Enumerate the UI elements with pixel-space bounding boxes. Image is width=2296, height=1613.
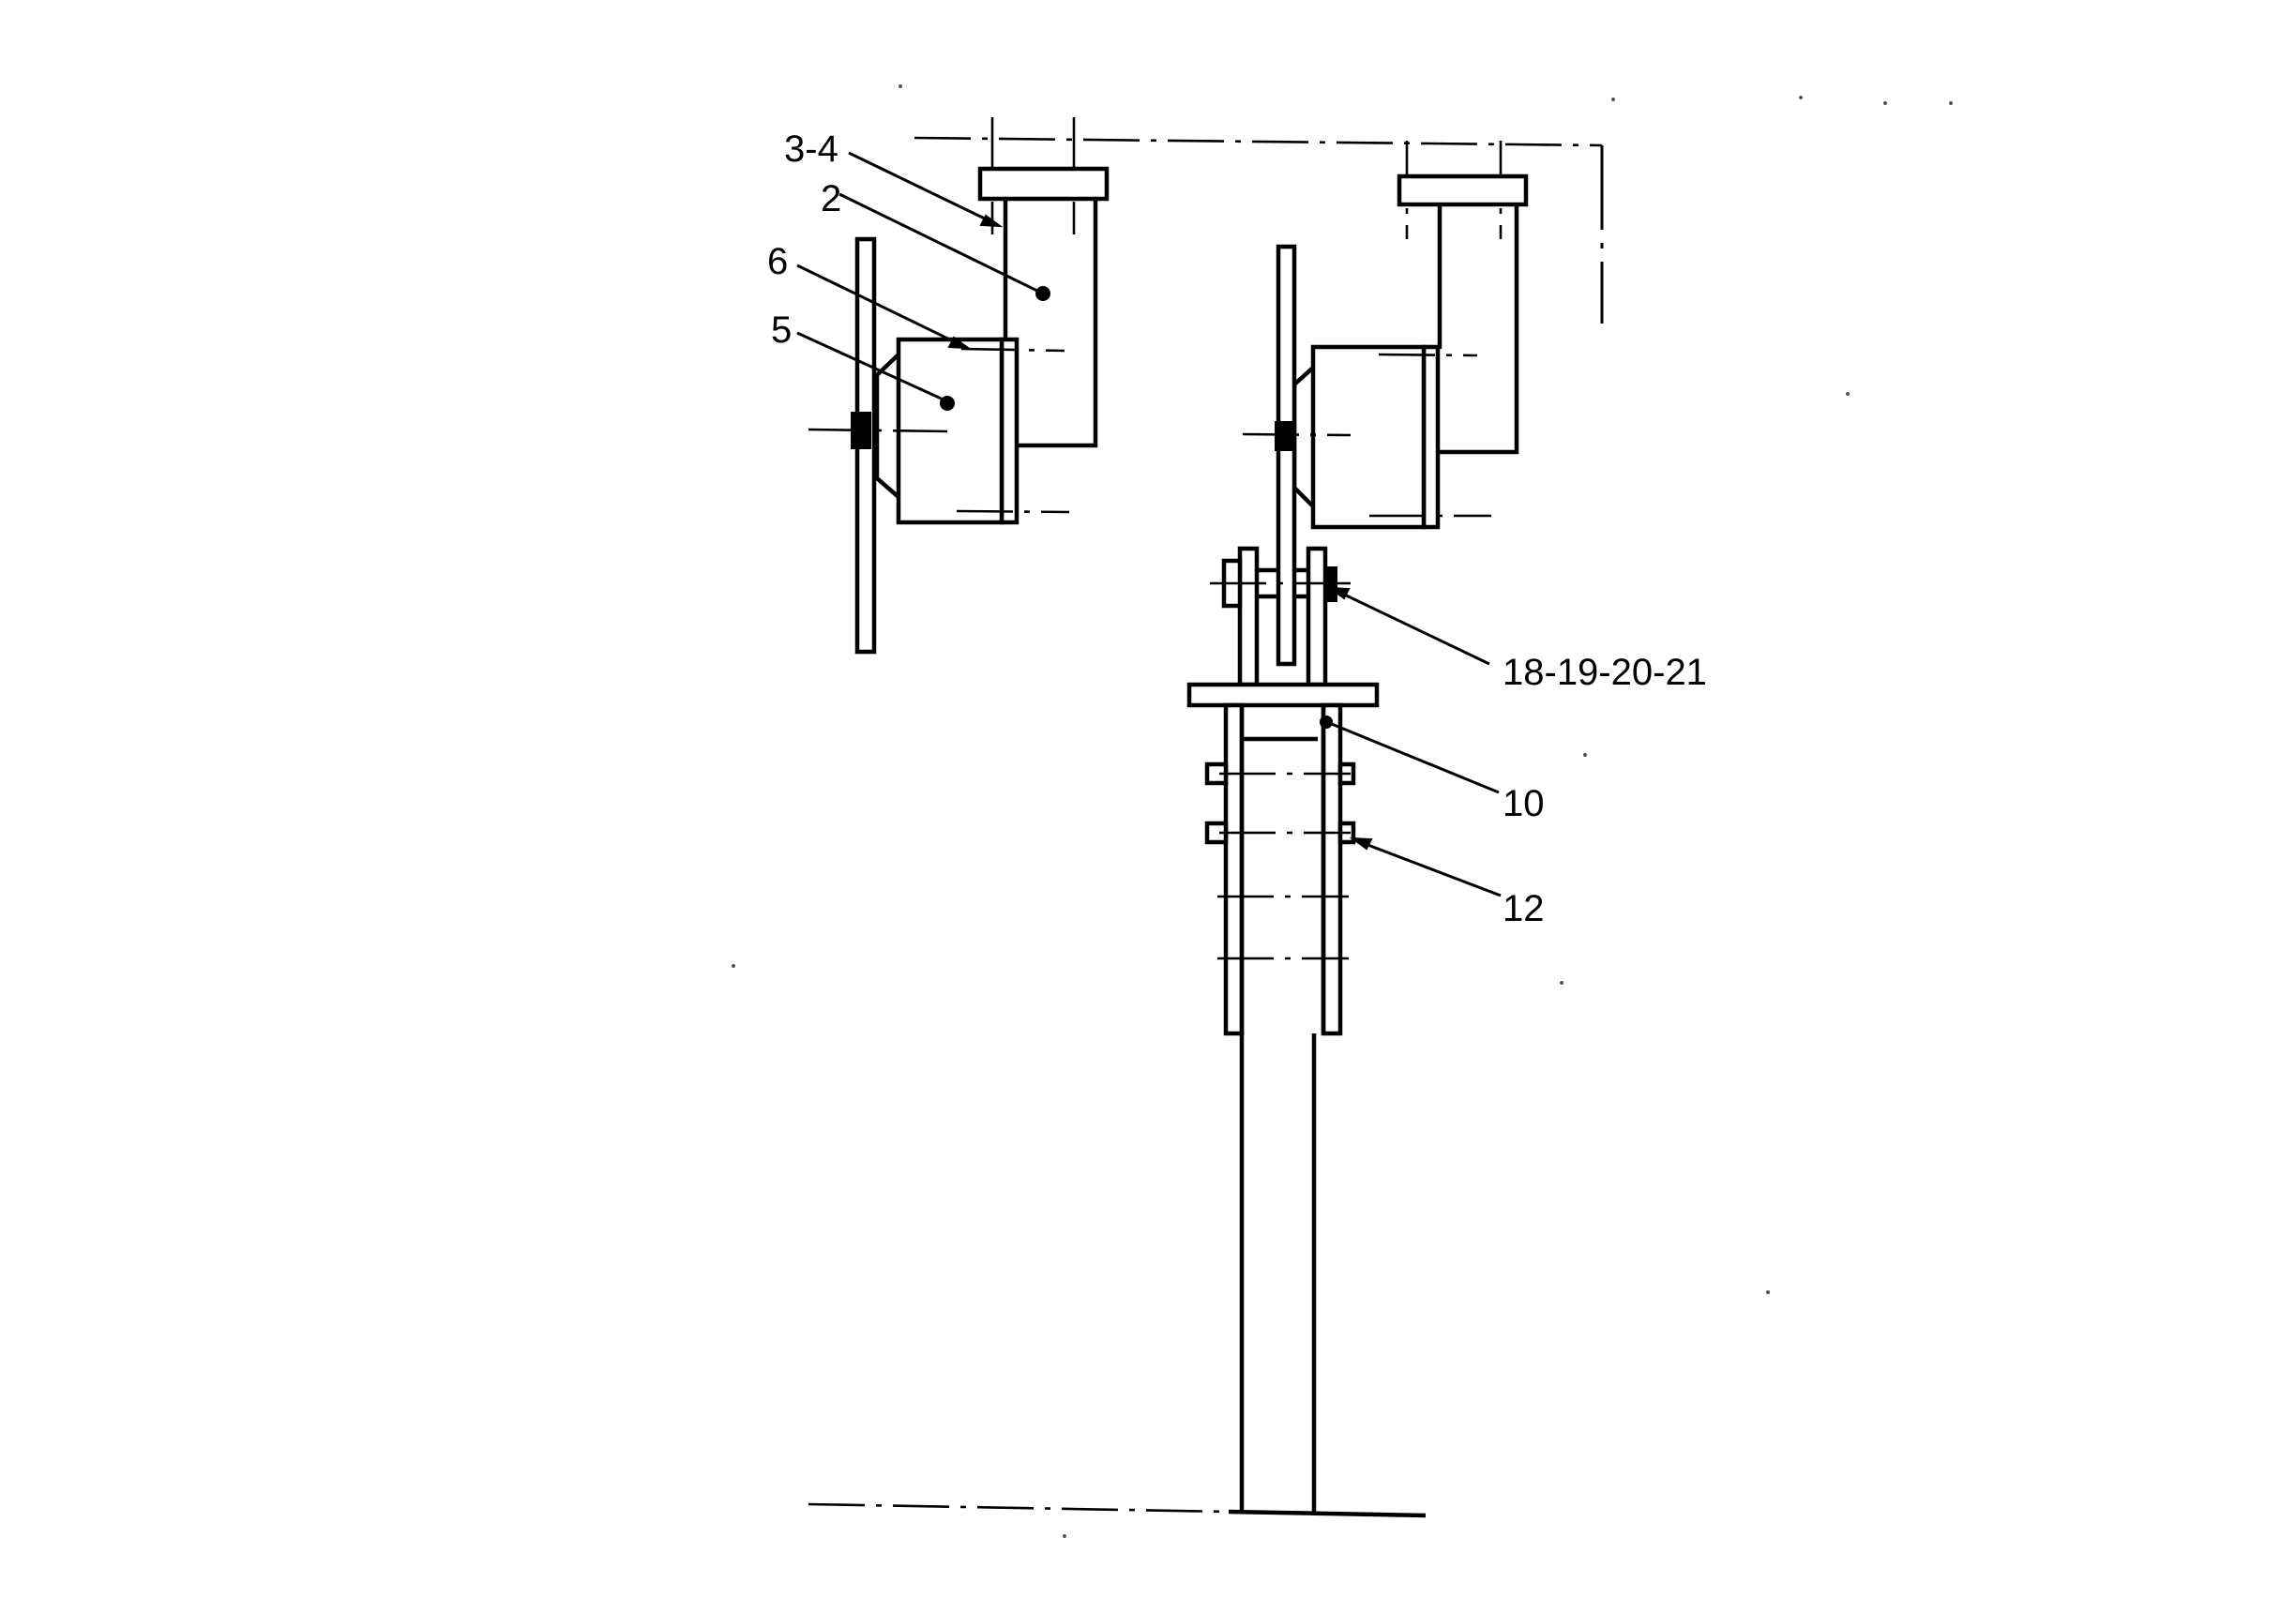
right-head-unit — [1242, 141, 1529, 667]
right-motor-body — [1310, 344, 1427, 530]
part-labels: 3-4 2 6 5 18-19-20-21 10 12 — [767, 128, 1707, 929]
label-3-4: 3-4 — [784, 128, 838, 170]
ground-line — [808, 1502, 1427, 1518]
top-reference-line — [914, 136, 1604, 324]
left-head-unit — [808, 117, 1110, 655]
right-disk — [1276, 244, 1297, 667]
label-2: 2 — [821, 178, 841, 219]
leader-12 — [1357, 839, 1502, 897]
leader-6 — [796, 264, 962, 347]
leader-lines — [796, 151, 1502, 897]
sleeve-right — [1321, 702, 1343, 1036]
clevis-assembly — [1186, 546, 1380, 708]
leader-2 — [838, 192, 1044, 295]
base-plate — [1186, 682, 1380, 708]
leader-3-4 — [848, 151, 995, 225]
right-hub-bolt — [1275, 421, 1293, 451]
label-18-19-20-21: 18-19-20-21 — [1503, 652, 1707, 693]
left-top-flange — [977, 166, 1110, 202]
label-5: 5 — [771, 309, 792, 351]
leader-18-19-20-21 — [1336, 589, 1490, 666]
label-12: 12 — [1503, 888, 1545, 929]
left-mount-plate — [999, 337, 1020, 525]
label-10: 10 — [1503, 783, 1545, 824]
clevis-left-plate — [1237, 546, 1260, 687]
mast-assembly — [1204, 702, 1356, 1515]
label-6: 6 — [767, 241, 788, 282]
clevis-right-plate — [1306, 546, 1328, 687]
leader-5 — [796, 331, 948, 403]
scan-specks — [732, 84, 1953, 1538]
right-top-flange — [1397, 173, 1529, 207]
sleeve-left — [1223, 702, 1245, 1036]
leader-10 — [1326, 720, 1500, 794]
